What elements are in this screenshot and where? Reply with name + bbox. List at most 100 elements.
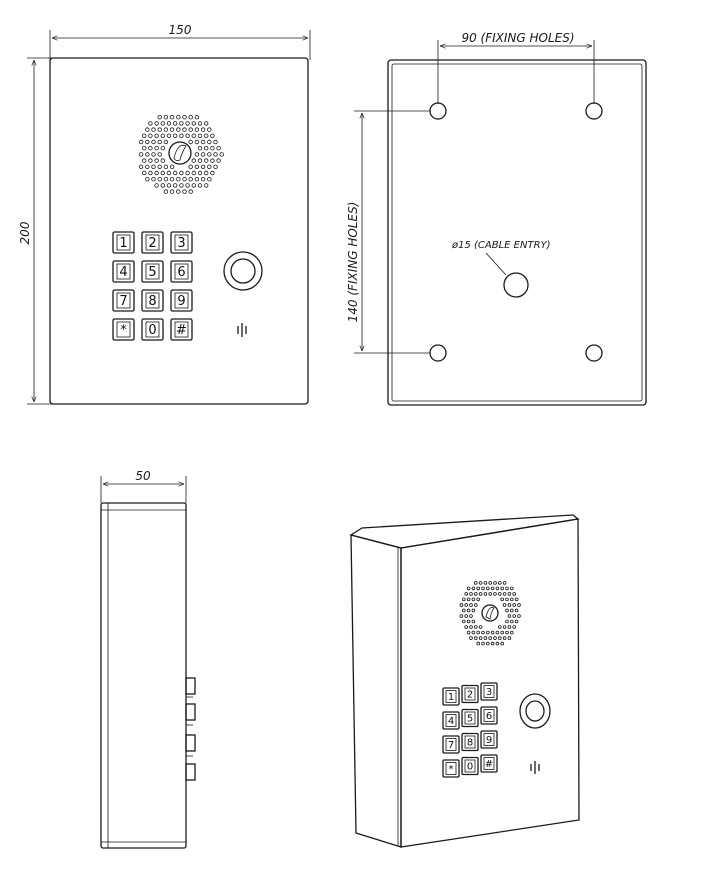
- iso-speaker-grille: [459, 581, 521, 646]
- grille-hole: [166, 121, 172, 126]
- grille-hole: [497, 581, 502, 585]
- grille-hole: [145, 127, 150, 132]
- grille-hole: [466, 597, 471, 602]
- grille-hole: [154, 121, 159, 126]
- front-key-label: 3: [177, 236, 185, 251]
- fixing-hole-bottom-right: [585, 344, 603, 362]
- fixing-hole-bottom-left: [429, 344, 447, 362]
- grille-hole: [145, 139, 150, 145]
- iso-key-label: *: [449, 764, 454, 775]
- grille-hole: [471, 608, 476, 613]
- grille-hole: [169, 127, 175, 132]
- grille-hole: [200, 164, 206, 169]
- grille-hole: [219, 152, 224, 157]
- grille-hole: [203, 121, 209, 126]
- grille-hole: [488, 592, 493, 596]
- iso-key-label: 2: [467, 690, 473, 701]
- grille-hole: [154, 183, 159, 188]
- grille-hole: [485, 586, 490, 591]
- grille-hole: [464, 603, 469, 607]
- grille-hole: [200, 127, 206, 132]
- grille-hole: [213, 152, 218, 157]
- front-key: 5: [141, 260, 164, 283]
- grille-hole: [194, 176, 200, 182]
- grille-hole: [509, 586, 514, 591]
- cable-entry-label: ø15 (CABLE ENTRY): [451, 240, 551, 251]
- grille-hole: [151, 152, 156, 157]
- iso-key-label: 7: [448, 740, 454, 751]
- grille-hole: [210, 170, 215, 176]
- iso-key: 0: [461, 756, 479, 776]
- hole-spacing-label: 90 (FIXING HOLES): [461, 31, 574, 45]
- front-key-label: 1: [119, 236, 127, 251]
- grille-hole: [497, 625, 502, 629]
- grille-hole: [478, 581, 483, 585]
- front-key: 6: [170, 260, 193, 283]
- grille-hole: [172, 121, 178, 126]
- grille-hole: [490, 630, 495, 635]
- grille-hole: [141, 170, 147, 176]
- front-speaker-grille: [138, 114, 224, 194]
- front-height-label: 200: [18, 221, 32, 244]
- grille-hole: [213, 164, 218, 169]
- grille-hole: [148, 133, 153, 138]
- grille-hole: [210, 133, 215, 138]
- grille-hole: [493, 581, 497, 585]
- grille-hole: [469, 614, 473, 618]
- grille-hole: [176, 127, 181, 132]
- grille-hole: [490, 641, 495, 646]
- grille-hole: [163, 127, 169, 132]
- grille-hole: [461, 619, 466, 624]
- grille-hole: [517, 614, 521, 618]
- grille-hole: [172, 170, 178, 176]
- grille-hole: [157, 139, 162, 145]
- grille-hole: [145, 176, 150, 182]
- grille-hole: [194, 139, 200, 145]
- cable-entry-hole: [503, 272, 529, 298]
- grille-hole: [478, 636, 483, 640]
- grille-hole: [138, 139, 144, 145]
- grille-hole: [216, 158, 221, 163]
- front-key: 9: [170, 289, 193, 312]
- front-key-label: 7: [119, 294, 127, 309]
- grille-hole: [514, 597, 519, 602]
- iso-key: *: [442, 759, 460, 778]
- grille-hole: [459, 603, 464, 607]
- grille-hole: [505, 630, 509, 635]
- grille-hole: [148, 170, 153, 176]
- iso-key-label: #: [485, 759, 493, 770]
- grille-hole: [210, 158, 215, 163]
- grille-hole: [476, 641, 481, 646]
- grille-hole: [154, 170, 159, 176]
- grille-hole: [481, 630, 485, 635]
- grille-hole: [509, 630, 514, 635]
- grille-hole: [179, 121, 184, 126]
- grille-hole: [160, 158, 165, 163]
- front-key-label: 5: [148, 265, 156, 280]
- iso-key: 4: [442, 711, 460, 730]
- front-key: 3: [170, 231, 193, 254]
- grille-hole: [473, 592, 478, 596]
- iso-key: 9: [480, 730, 498, 749]
- grille-hole: [471, 597, 476, 602]
- grille-hole: [176, 176, 181, 182]
- iso-key-label: 4: [448, 716, 454, 727]
- front-key: 0: [141, 318, 164, 341]
- grille-hole: [507, 614, 512, 618]
- grille-hole: [145, 152, 150, 157]
- front-key: 7: [112, 289, 135, 312]
- grille-hole: [507, 603, 512, 607]
- grille-hole: [207, 176, 212, 182]
- grille-hole: [497, 636, 502, 640]
- grille-hole: [163, 176, 169, 182]
- grille-hole: [500, 597, 505, 602]
- grille-hole: [157, 176, 162, 182]
- grille-hole: [172, 183, 178, 188]
- grille-hole: [176, 114, 181, 120]
- grille-hole: [154, 145, 159, 151]
- grille-hole: [203, 158, 209, 163]
